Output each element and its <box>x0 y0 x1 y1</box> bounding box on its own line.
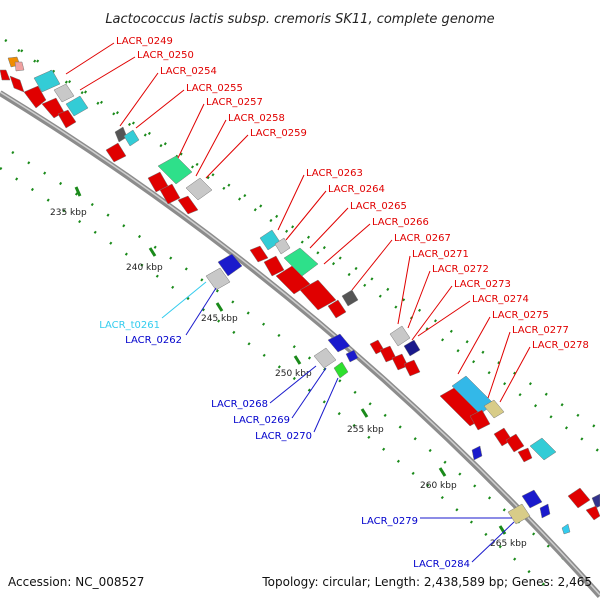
reverse-leader-lines <box>161 281 515 563</box>
gene-label[interactable]: LACR_0264 <box>328 184 385 195</box>
gene-feature[interactable] <box>33 69 61 93</box>
gene-label[interactable]: LACR_0267 <box>394 233 451 244</box>
gene-feature[interactable] <box>274 237 291 255</box>
gene-feature[interactable] <box>529 437 557 461</box>
tick-label-240: 240 kbp <box>126 263 163 273</box>
gene-label[interactable]: LACR_0268 <box>211 399 268 410</box>
gene-feature[interactable] <box>327 299 347 319</box>
gene-feature[interactable] <box>263 255 285 277</box>
reverse-gene-labels: LACR_t0261 LACR_0262 LACR_0268 LACR_0269… <box>99 320 470 570</box>
tick-label-260: 260 kbp <box>420 481 457 491</box>
accession-text: Accession: NC_008527 <box>8 575 144 589</box>
tick-marks <box>74 186 507 535</box>
gene-feature[interactable] <box>9 75 25 93</box>
gene-feature[interactable] <box>157 155 193 185</box>
gene-label[interactable]: LACR_t0261 <box>99 320 160 331</box>
gene-feature[interactable] <box>275 265 311 295</box>
gene-feature[interactable] <box>471 445 483 461</box>
gene-feature[interactable] <box>561 523 571 535</box>
gene-label[interactable]: LACR_0250 <box>137 50 194 61</box>
gene-label[interactable]: LACR_0255 <box>186 83 243 94</box>
gene-feature[interactable] <box>403 339 421 357</box>
inner-guide-dots <box>0 150 566 591</box>
gene-feature[interactable] <box>23 85 47 109</box>
gene-feature[interactable] <box>585 505 600 521</box>
gene-feature[interactable] <box>205 267 231 291</box>
gene-feature[interactable] <box>14 61 25 72</box>
gene-feature[interactable] <box>159 183 181 205</box>
gene-label[interactable]: LACR_0271 <box>412 249 469 260</box>
gene-label[interactable]: LACR_0262 <box>125 335 182 346</box>
genome-backbone-highlight <box>0 91 600 596</box>
gene-feature[interactable] <box>249 245 269 263</box>
gene-feature[interactable] <box>591 493 600 509</box>
gene-label[interactable]: LACR_0275 <box>492 310 549 321</box>
gene-feature[interactable] <box>345 349 359 363</box>
gene-label[interactable]: LACR_0270 <box>255 431 312 442</box>
map-title: Lactococcus lactis subsp. cremoris SK11,… <box>105 12 494 27</box>
outer-guide-dots <box>4 38 600 454</box>
tick-label-255: 255 kbp <box>347 425 384 435</box>
gene-feature[interactable] <box>313 347 337 369</box>
gene-feature[interactable] <box>567 487 591 509</box>
gene-feature[interactable] <box>327 333 351 353</box>
gene-label[interactable]: LACR_0278 <box>532 340 589 351</box>
gene-feature[interactable] <box>521 489 543 509</box>
gene-label[interactable]: LACR_0266 <box>372 217 429 228</box>
gene-label[interactable]: LACR_0254 <box>160 66 217 77</box>
forward-gene-labels: LACR_0249 LACR_0250 LACR_0254 LACR_0255 … <box>116 36 589 351</box>
gene-feature[interactable] <box>389 325 411 347</box>
gene-feature[interactable] <box>105 142 127 163</box>
gene-feature[interactable] <box>517 447 533 463</box>
gene-feature[interactable] <box>469 409 491 431</box>
gene-label[interactable]: LACR_0272 <box>432 264 489 275</box>
gene-label[interactable]: LACR_0284 <box>413 559 470 570</box>
gene-feature[interactable] <box>53 83 75 103</box>
tick-labels: 235 kbp 240 kbp 245 kbp 250 kbp 255 kbp … <box>50 208 527 549</box>
gene-feature[interactable] <box>217 253 243 277</box>
gene-label[interactable]: LACR_0249 <box>116 36 173 47</box>
gene-label[interactable]: LACR_0269 <box>233 415 290 426</box>
gene-feature[interactable] <box>333 361 349 379</box>
genome-backbone <box>0 90 600 599</box>
gene-feature[interactable] <box>483 399 505 419</box>
gene-label[interactable]: LACR_0259 <box>250 128 307 139</box>
genome-summary-text: Topology: circular; Length: 2,438,589 bp… <box>261 575 592 589</box>
reverse-features <box>205 253 571 535</box>
tick-label-245: 245 kbp <box>201 314 238 324</box>
gene-label[interactable]: LACR_0274 <box>472 294 529 305</box>
gene-feature[interactable] <box>65 95 89 117</box>
gene-feature[interactable] <box>341 289 359 307</box>
gene-label[interactable]: LACR_0258 <box>228 113 285 124</box>
gene-feature[interactable] <box>0 69 11 81</box>
tick-label-235: 235 kbp <box>50 208 87 218</box>
gene-label[interactable]: LACR_0273 <box>454 279 511 290</box>
gene-label[interactable]: LACR_0279 <box>361 516 418 527</box>
gene-feature[interactable] <box>123 129 140 147</box>
gene-feature[interactable] <box>185 177 213 201</box>
gene-feature[interactable] <box>299 279 337 311</box>
gene-feature[interactable] <box>403 359 421 377</box>
gene-label[interactable]: LACR_0265 <box>350 201 407 212</box>
forward-features <box>0 56 600 521</box>
gene-feature[interactable] <box>507 503 531 525</box>
gene-label[interactable]: LACR_0263 <box>306 168 363 179</box>
gene-feature[interactable] <box>57 109 77 129</box>
gene-label[interactable]: LACR_0277 <box>512 325 569 336</box>
forward-leader-lines <box>65 42 531 403</box>
gene-feature[interactable] <box>539 503 551 519</box>
gene-label[interactable]: LACR_0257 <box>206 97 263 108</box>
gene-feature[interactable] <box>505 433 525 453</box>
tick-label-265: 265 kbp <box>490 539 527 549</box>
gene-feature[interactable] <box>114 126 128 143</box>
tick-label-250: 250 kbp <box>275 369 312 379</box>
gene-feature[interactable] <box>177 195 199 215</box>
